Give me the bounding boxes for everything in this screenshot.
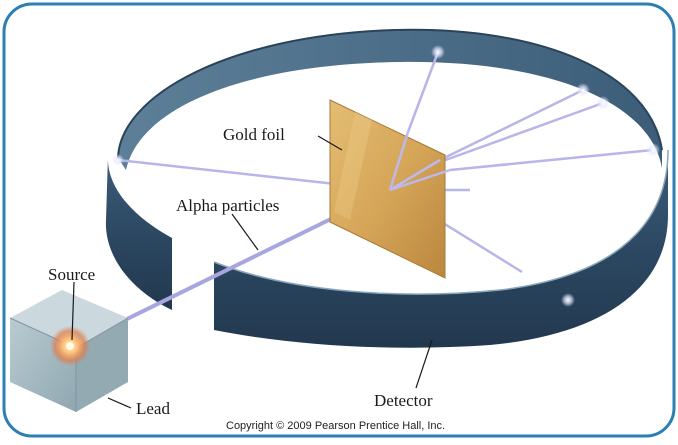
detector-label: Detector (374, 391, 433, 410)
leader-lines (71, 135, 433, 409)
detector-left-segment (105, 155, 172, 310)
scintillation-spots (112, 45, 660, 307)
gold-foil-label: Gold foil (223, 125, 285, 144)
detector-back-wall (118, 29, 662, 170)
detector-front-segment (214, 150, 668, 348)
copyright-notice: Copyright © 2009 Pearson Prentice Hall, … (226, 420, 446, 432)
source-label: Source (48, 265, 96, 284)
alpha-particles-label: Alpha particles (176, 196, 280, 215)
lead-label: Lead (136, 399, 170, 418)
